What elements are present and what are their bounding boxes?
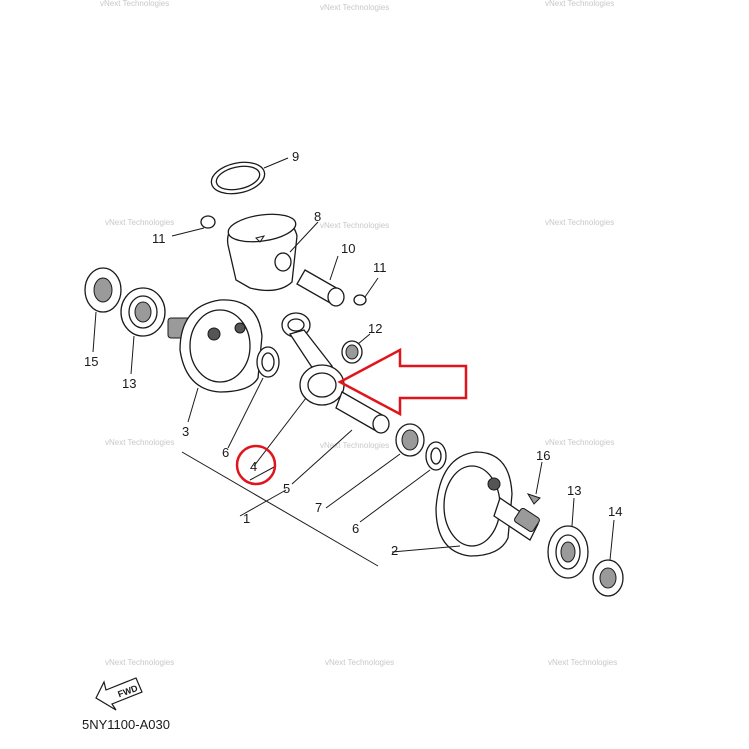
- watermark: vNext Technologies: [320, 441, 389, 450]
- bearing-right[interactable]: [547, 525, 589, 579]
- callout-1: 1: [243, 511, 250, 526]
- watermark: vNext Technologies: [545, 0, 614, 8]
- crank-pin[interactable]: [335, 391, 390, 434]
- watermark: vNext Technologies: [105, 218, 174, 227]
- callout-2: 2: [391, 543, 398, 558]
- big-end-bearing[interactable]: [395, 423, 425, 457]
- circlip-right[interactable]: [353, 294, 367, 306]
- callout-15: 15: [84, 354, 98, 369]
- callout-5: 5: [283, 481, 290, 496]
- watermark: vNext Technologies: [105, 658, 174, 667]
- circlip-left[interactable]: [200, 215, 216, 229]
- watermark: vNext Technologies: [325, 658, 394, 667]
- piston-pin[interactable]: [296, 269, 345, 307]
- callout-13: 13: [567, 483, 581, 498]
- small-end-bearing[interactable]: [341, 340, 363, 364]
- bearing-left[interactable]: [120, 287, 166, 337]
- highlight-circle: [235, 444, 277, 486]
- callout-7: 7: [315, 500, 322, 515]
- oil-seal-left[interactable]: [84, 267, 122, 313]
- highlight-arrow: [337, 347, 468, 417]
- crank-half-left[interactable]: [167, 299, 263, 393]
- watermarks: vNext Technologies vNext Technologies vN…: [100, 0, 617, 667]
- callout-6: 6: [222, 445, 229, 460]
- crank-half-right[interactable]: [435, 451, 541, 557]
- connecting-rod[interactable]: [281, 312, 345, 406]
- fwd-direction-badge: FWD: [95, 677, 143, 711]
- piston[interactable]: [226, 210, 298, 292]
- watermark: vNext Technologies: [320, 221, 389, 230]
- callout-11: 11: [152, 231, 166, 246]
- watermark: vNext Technologies: [105, 438, 174, 447]
- callout-10: 10: [341, 241, 355, 256]
- assembly-bracket: [181, 451, 379, 567]
- callout-3: 3: [182, 424, 189, 439]
- woodruff-key[interactable]: [526, 493, 541, 505]
- callout-9: 9: [292, 149, 299, 164]
- callout-6: 6: [352, 521, 359, 536]
- callout-12: 12: [368, 321, 382, 336]
- watermark: vNext Technologies: [548, 658, 617, 667]
- watermark: vNext Technologies: [545, 218, 614, 227]
- thrust-washer-right[interactable]: [425, 441, 447, 471]
- part-code: 5NY1100-A030: [82, 717, 170, 732]
- watermark: vNext Technologies: [320, 3, 389, 12]
- oil-seal-right[interactable]: [592, 559, 624, 597]
- callout-13: 13: [122, 376, 136, 391]
- callout-labels: 9 8 11 10 11 12 15 13 3 6 4 5 1 7 6 2 16…: [84, 149, 622, 558]
- watermark: vNext Technologies: [545, 438, 614, 447]
- callout-11: 11: [373, 260, 387, 275]
- callout-16: 16: [536, 448, 550, 463]
- callout-4: 4: [250, 459, 257, 474]
- piston-ring[interactable]: [208, 158, 267, 199]
- callout-14: 14: [608, 504, 622, 519]
- thrust-washer-left[interactable]: [256, 346, 280, 378]
- watermark: vNext Technologies: [100, 0, 169, 8]
- callout-8: 8: [314, 209, 321, 224]
